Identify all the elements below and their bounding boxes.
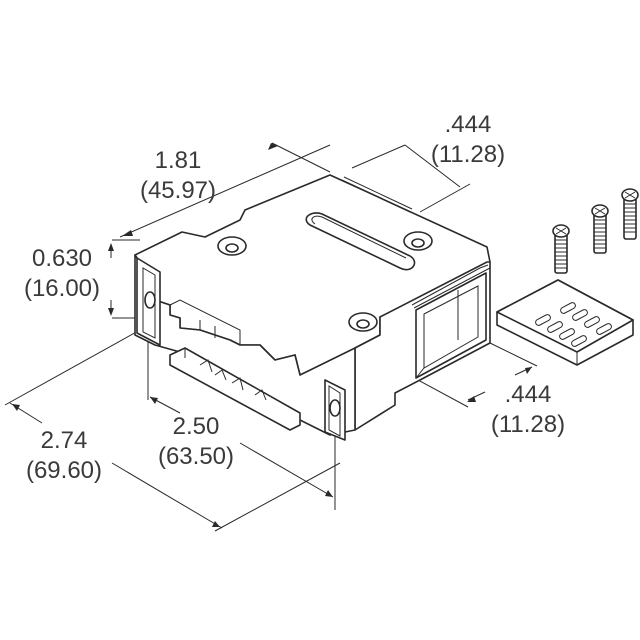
dim-right-depth: .444 (11.28) (478, 380, 578, 440)
dim-right-depth-mm: (11.28) (490, 411, 566, 438)
dimension-lines (4, 142, 538, 532)
dim-top-right-depth: .444 (11.28) (418, 110, 518, 170)
cover-plate (496, 279, 634, 366)
dim-overall-width-mm: (69.60) (25, 457, 103, 484)
screws (552, 188, 639, 274)
dim-top-length-mm: (45.97) (139, 177, 217, 204)
screw-3 (621, 188, 639, 240)
dim-overall-width-inch: 2.74 (40, 427, 88, 454)
backshell-housing (134, 174, 491, 441)
dim-height-mm: (16.00) (23, 275, 101, 302)
dim-top-length: 1.81 (45.97) (128, 146, 228, 206)
screw-1 (552, 224, 570, 274)
dim-top-right-depth-inch: .444 (444, 111, 492, 138)
dim-height-inch: 0.630 (31, 245, 93, 272)
dim-overall-width: 2.74 (69.60) (14, 426, 114, 486)
dim-right-depth-inch: .444 (504, 381, 552, 408)
dim-inner-width-mm: (63.50) (157, 443, 235, 470)
screw-2 (591, 204, 609, 254)
dim-height: 0.630 (16.00) (10, 244, 114, 304)
dim-inner-width-inch: 2.50 (172, 413, 220, 440)
dim-top-length-inch: 1.81 (154, 147, 202, 174)
dim-inner-width: 2.50 (63.50) (146, 412, 246, 472)
dim-top-right-depth-mm: (11.28) (430, 141, 506, 168)
